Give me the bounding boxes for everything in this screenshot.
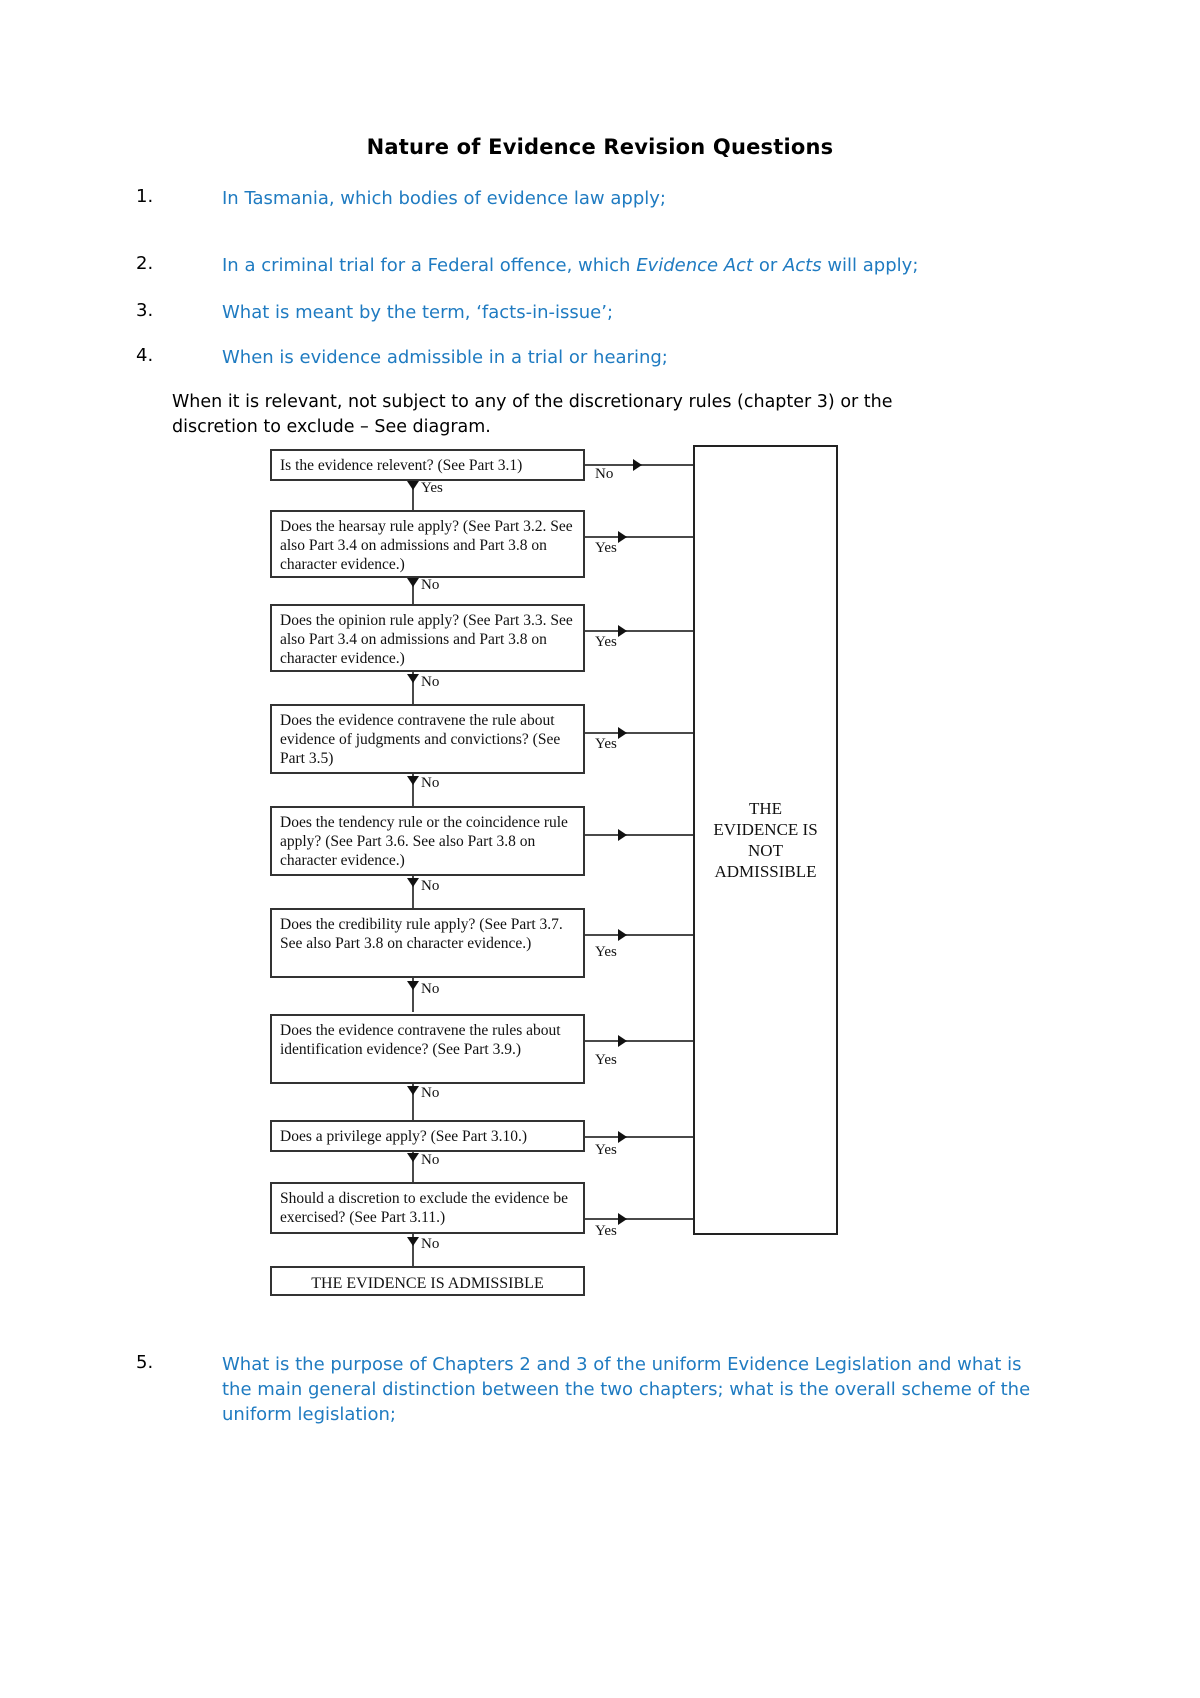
edge-label-relevance-yes: Yes <box>421 480 443 496</box>
question-item-1: 1. In Tasmania, which bodies of evidence… <box>136 186 1116 211</box>
question-item-4: 4. When is evidence admissible in a tria… <box>136 345 1116 370</box>
not-admissible-line-1: THE <box>748 799 783 818</box>
question-2-part-4: Acts <box>782 255 822 276</box>
edge-discretion-yes <box>585 1218 693 1220</box>
question-item-2: 2. In a criminal trial for a Federal off… <box>136 253 1116 278</box>
answer-paragraph: When it is relevant, not subject to any … <box>172 392 893 437</box>
edge-label-privilege-yes: Yes <box>595 1142 617 1158</box>
edge-label-discretion-yes: Yes <box>595 1223 617 1239</box>
edge-label-relevance-no: No <box>595 466 614 482</box>
arrow-credibility-no <box>407 981 419 990</box>
flow-box-identification: Does the evidence contravene the rules a… <box>270 1014 585 1084</box>
question-number-3: 3. <box>136 300 154 321</box>
arrow-privilege-yes <box>618 1131 627 1143</box>
flow-box-relevance: Is the evidence relevent? (See Part 3.1) <box>270 449 585 481</box>
edge-judgments-no <box>412 774 414 806</box>
arrow-identification-yes <box>618 1035 627 1047</box>
edge-label-judgments-yes: Yes <box>595 736 617 752</box>
edge-label-opinion-yes: Yes <box>595 634 617 650</box>
arrow-opinion-yes <box>618 625 627 637</box>
arrow-credibility-yes <box>618 929 627 941</box>
question-number-5: 5. <box>136 1352 154 1373</box>
edge-judgments-yes <box>585 732 693 734</box>
arrow-hearsay-no <box>407 578 419 587</box>
arrow-hearsay-yes <box>618 531 627 543</box>
arrow-discretion-no <box>407 1237 419 1246</box>
question-number-1: 1. <box>136 186 154 207</box>
flow-box-tendency: Does the tendency rule or the coincidenc… <box>270 806 585 876</box>
arrow-opinion-no <box>407 674 419 683</box>
edge-hearsay-no <box>412 578 414 606</box>
question-item-5: 5. What is the purpose of Chapters 2 and… <box>136 1352 1076 1427</box>
question-2-part-2: Evidence Act <box>636 255 754 276</box>
edge-label-discretion-no: No <box>421 1236 440 1252</box>
question-text-5: What is the purpose of Chapters 2 and 3 … <box>222 1354 1031 1425</box>
edge-tendency-no <box>412 876 414 908</box>
edge-privilege-no <box>412 1152 414 1182</box>
flow-box-opinion: Does the opinion rule apply? (See Part 3… <box>270 604 585 672</box>
question-2-part-3: or <box>753 255 783 276</box>
arrow-tendency-yes <box>618 829 627 841</box>
edge-label-credibility-no: No <box>421 981 440 997</box>
question-text-2: In a criminal trial for a Federal offenc… <box>222 253 918 278</box>
edge-label-opinion-no: No <box>421 674 440 690</box>
edge-tendency-yes <box>585 834 693 836</box>
question-text-3: What is meant by the term, ‘facts-in-iss… <box>222 302 614 323</box>
edge-relevance-yes <box>412 481 414 518</box>
edge-label-identification-yes: Yes <box>595 1052 617 1068</box>
page-title: Nature of Evidence Revision Questions <box>366 135 834 159</box>
edge-label-credibility-yes: Yes <box>595 944 617 960</box>
arrow-relevance-no <box>633 459 642 471</box>
edge-identification-no <box>412 1084 414 1120</box>
edge-opinion-no <box>412 672 414 704</box>
question-text-1: In Tasmania, which bodies of evidence la… <box>222 188 666 209</box>
arrow-judgments-no <box>407 776 419 785</box>
question-2-part-1: In a criminal trial for a Federal offenc… <box>222 255 637 276</box>
arrow-privilege-no <box>407 1153 419 1162</box>
not-admissible-line-3: NOT <box>748 841 783 860</box>
admissibility-flowchart: THE EVIDENCE IS NOT ADMISSIBLE Is the ev… <box>255 440 855 1320</box>
flow-box-credibility: Does the credibility rule apply? (See Pa… <box>270 908 585 978</box>
question-text-4: When is evidence admissible in a trial o… <box>222 347 668 368</box>
arrow-discretion-yes <box>618 1213 627 1225</box>
question-item-3: 3. What is meant by the term, ‘facts-in-… <box>136 300 1116 325</box>
edge-label-hearsay-yes: Yes <box>595 540 617 556</box>
edge-opinion-yes <box>585 630 693 632</box>
terminal-not-admissible: THE EVIDENCE IS NOT ADMISSIBLE <box>693 445 838 1235</box>
question-number-4: 4. <box>136 345 154 366</box>
arrow-identification-no <box>407 1086 419 1095</box>
not-admissible-line-2: EVIDENCE IS <box>713 820 818 839</box>
flow-box-privilege: Does a privilege apply? (See Part 3.10.) <box>270 1120 585 1152</box>
arrow-relevance-yes <box>407 481 419 490</box>
edge-identification-yes <box>585 1040 693 1042</box>
edge-credibility-no <box>412 978 414 1012</box>
edge-label-privilege-no: No <box>421 1152 440 1168</box>
arrow-judgments-yes <box>618 727 627 739</box>
edge-hearsay-yes <box>585 536 693 538</box>
edge-label-hearsay-no: No <box>421 577 440 593</box>
edge-label-tendency-no: No <box>421 878 440 894</box>
flow-box-discretion: Should a discretion to exclude the evide… <box>270 1182 585 1234</box>
edge-label-identification-no: No <box>421 1085 440 1101</box>
question-number-2: 2. <box>136 253 154 274</box>
edge-credibility-yes <box>585 934 693 936</box>
edge-label-judgments-no: No <box>421 775 440 791</box>
flow-box-hearsay: Does the hearsay rule apply? (See Part 3… <box>270 510 585 578</box>
edge-privilege-yes <box>585 1136 693 1138</box>
terminal-admissible: THE EVIDENCE IS ADMISSIBLE <box>270 1266 585 1296</box>
arrow-tendency-no <box>407 878 419 887</box>
flow-box-judgments: Does the evidence contravene the rule ab… <box>270 704 585 774</box>
edge-discretion-no <box>412 1234 414 1266</box>
question-2-part-5: will apply; <box>821 255 919 276</box>
not-admissible-line-4: ADMISSIBLE <box>714 862 817 881</box>
